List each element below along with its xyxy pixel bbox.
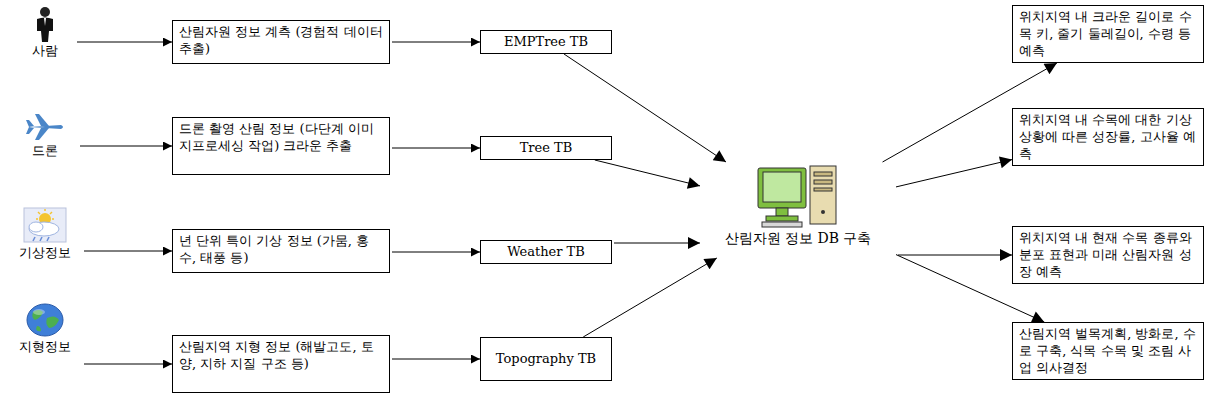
result-box: 위치지역 내 수목에 대한 기상 상황에 따른 성장률, 고사율 예측 bbox=[1012, 108, 1204, 166]
drone-icon-node: 드론 bbox=[12, 112, 78, 170]
node-text: 위치지역 내 수목에 대한 기상 상황에 따른 성장률, 고사율 예측 bbox=[1019, 112, 1197, 163]
result-box: 산림지역 벌목계획, 방화로, 수로 구축, 식목 수목 및 조림 사업 의사결… bbox=[1012, 322, 1204, 380]
text-wrap: 산림자원 정보 계측 (경험적 데이터 추출) bbox=[179, 24, 383, 58]
text-wrap: EMPTree TB bbox=[504, 34, 588, 51]
process-box: 드론 촬영 산림 정보 (다단계 이미지프로세싱 작업) 크라운 추출 bbox=[172, 117, 390, 175]
table-box: Tree TB bbox=[480, 136, 612, 160]
arrow-connector bbox=[392, 359, 480, 360]
result-box: 위치지역 내 현재 수목 종류와 분포 표현과 미래 산림자원 성장 예측 bbox=[1012, 226, 1204, 284]
arrow-connector bbox=[77, 42, 172, 43]
weather-icon-node: 기상정보 bbox=[8, 206, 82, 272]
text-wrap: 년 단위 특이 기상 정보 (가뭄, 홍수, 태풍 등) bbox=[179, 233, 383, 267]
node-text: EMPTree TB bbox=[504, 34, 588, 51]
node-text: 산림자원 정보 DB 구축 bbox=[700, 230, 896, 248]
text-wrap: 드론 촬영 산림 정보 (다단계 이미지프로세싱 작업) 크라운 추출 bbox=[179, 121, 383, 155]
table-box: EMPTree TB bbox=[480, 30, 612, 54]
text-wrap: 드론 bbox=[12, 142, 78, 160]
icon-illustration bbox=[700, 162, 896, 230]
terrain-icon-node: 지형정보 bbox=[8, 302, 82, 372]
node-text: 기상정보 bbox=[8, 244, 82, 262]
text-wrap: 기상정보 bbox=[8, 244, 82, 262]
table-box: Weather TB bbox=[480, 240, 612, 264]
node-text: Topography TB bbox=[496, 351, 596, 368]
node-text: 드론 bbox=[12, 142, 78, 160]
arrow-connector bbox=[595, 160, 700, 186]
database-node: 산림자원 정보 DB 구축 bbox=[700, 162, 896, 258]
text-wrap: 위치지역 내 수목에 대한 기상 상황에 따른 성장률, 고사율 예측 bbox=[1019, 112, 1197, 163]
arrow-connector bbox=[84, 364, 172, 365]
node-text: 사람 bbox=[15, 42, 75, 60]
table-box: Topography TB bbox=[480, 337, 612, 381]
icon-illustration bbox=[8, 206, 82, 244]
icon-illustration bbox=[8, 302, 82, 338]
node-text: 지형정보 bbox=[8, 338, 82, 356]
arrow-connector bbox=[84, 251, 172, 252]
person-icon-node: 사람 bbox=[15, 6, 75, 64]
node-text: 산림지역 벌목계획, 방화로, 수로 구축, 식목 수목 및 조림 사업 의사결… bbox=[1019, 326, 1197, 377]
result-box: 위치지역 내 크라운 길이로 수목 키, 줄기 둘레길이, 수령 등 예측 bbox=[1012, 5, 1204, 63]
text-wrap: 산림자원 정보 DB 구축 bbox=[700, 230, 896, 248]
arrow-connector bbox=[898, 255, 1012, 256]
arrow-connector bbox=[614, 243, 700, 244]
icon-illustration bbox=[12, 112, 78, 142]
text-wrap: 사람 bbox=[15, 42, 75, 60]
process-box: 산림지역 지형 정보 (해발고도, 토양, 지하 지질 구조 등) bbox=[172, 335, 390, 393]
text-wrap: 산림지역 벌목계획, 방화로, 수로 구축, 식목 수목 및 조림 사업 의사결… bbox=[1019, 326, 1197, 377]
text-wrap: 지형정보 bbox=[8, 338, 82, 356]
text-wrap: 산림지역 지형 정보 (해발고도, 토양, 지하 지질 구조 등) bbox=[179, 339, 383, 373]
arrow-connector bbox=[392, 42, 480, 43]
text-wrap: Weather TB bbox=[507, 244, 585, 261]
text-wrap: 위치지역 내 크라운 길이로 수목 키, 줄기 둘레길이, 수령 등 예측 bbox=[1019, 9, 1197, 60]
process-box: 년 단위 특이 기상 정보 (가뭄, 홍수, 태풍 등) bbox=[172, 229, 390, 273]
arrow-connector bbox=[896, 160, 1012, 187]
node-text: 위치지역 내 현재 수목 종류와 분포 표현과 미래 산림자원 성장 예측 bbox=[1019, 230, 1197, 281]
node-text: 산림자원 정보 계측 (경험적 데이터 추출) bbox=[179, 24, 383, 58]
node-text: 위치지역 내 크라운 길이로 수목 키, 줄기 둘레길이, 수령 등 예측 bbox=[1019, 9, 1197, 60]
icon-illustration bbox=[15, 6, 75, 42]
node-text: 드론 촬영 산림 정보 (다단계 이미지프로세싱 작업) 크라운 추출 bbox=[179, 121, 383, 155]
arrow-connector bbox=[392, 148, 480, 149]
node-text: 년 단위 특이 기상 정보 (가뭄, 홍수, 태풍 등) bbox=[179, 233, 383, 267]
node-text: Tree TB bbox=[520, 140, 573, 157]
text-wrap: 위치지역 내 현재 수목 종류와 분포 표현과 미래 산림자원 성장 예측 bbox=[1019, 230, 1197, 281]
arrow-connector bbox=[583, 258, 717, 337]
node-text: 산림지역 지형 정보 (해발고도, 토양, 지하 지질 구조 등) bbox=[179, 339, 383, 373]
text-wrap: Topography TB bbox=[496, 351, 596, 368]
arrow-connector bbox=[80, 146, 172, 147]
process-box: 산림자원 정보 계측 (경험적 데이터 추출) bbox=[172, 20, 390, 64]
text-wrap: Tree TB bbox=[520, 140, 573, 157]
arrow-connector bbox=[392, 252, 480, 253]
node-text: Weather TB bbox=[507, 244, 585, 261]
